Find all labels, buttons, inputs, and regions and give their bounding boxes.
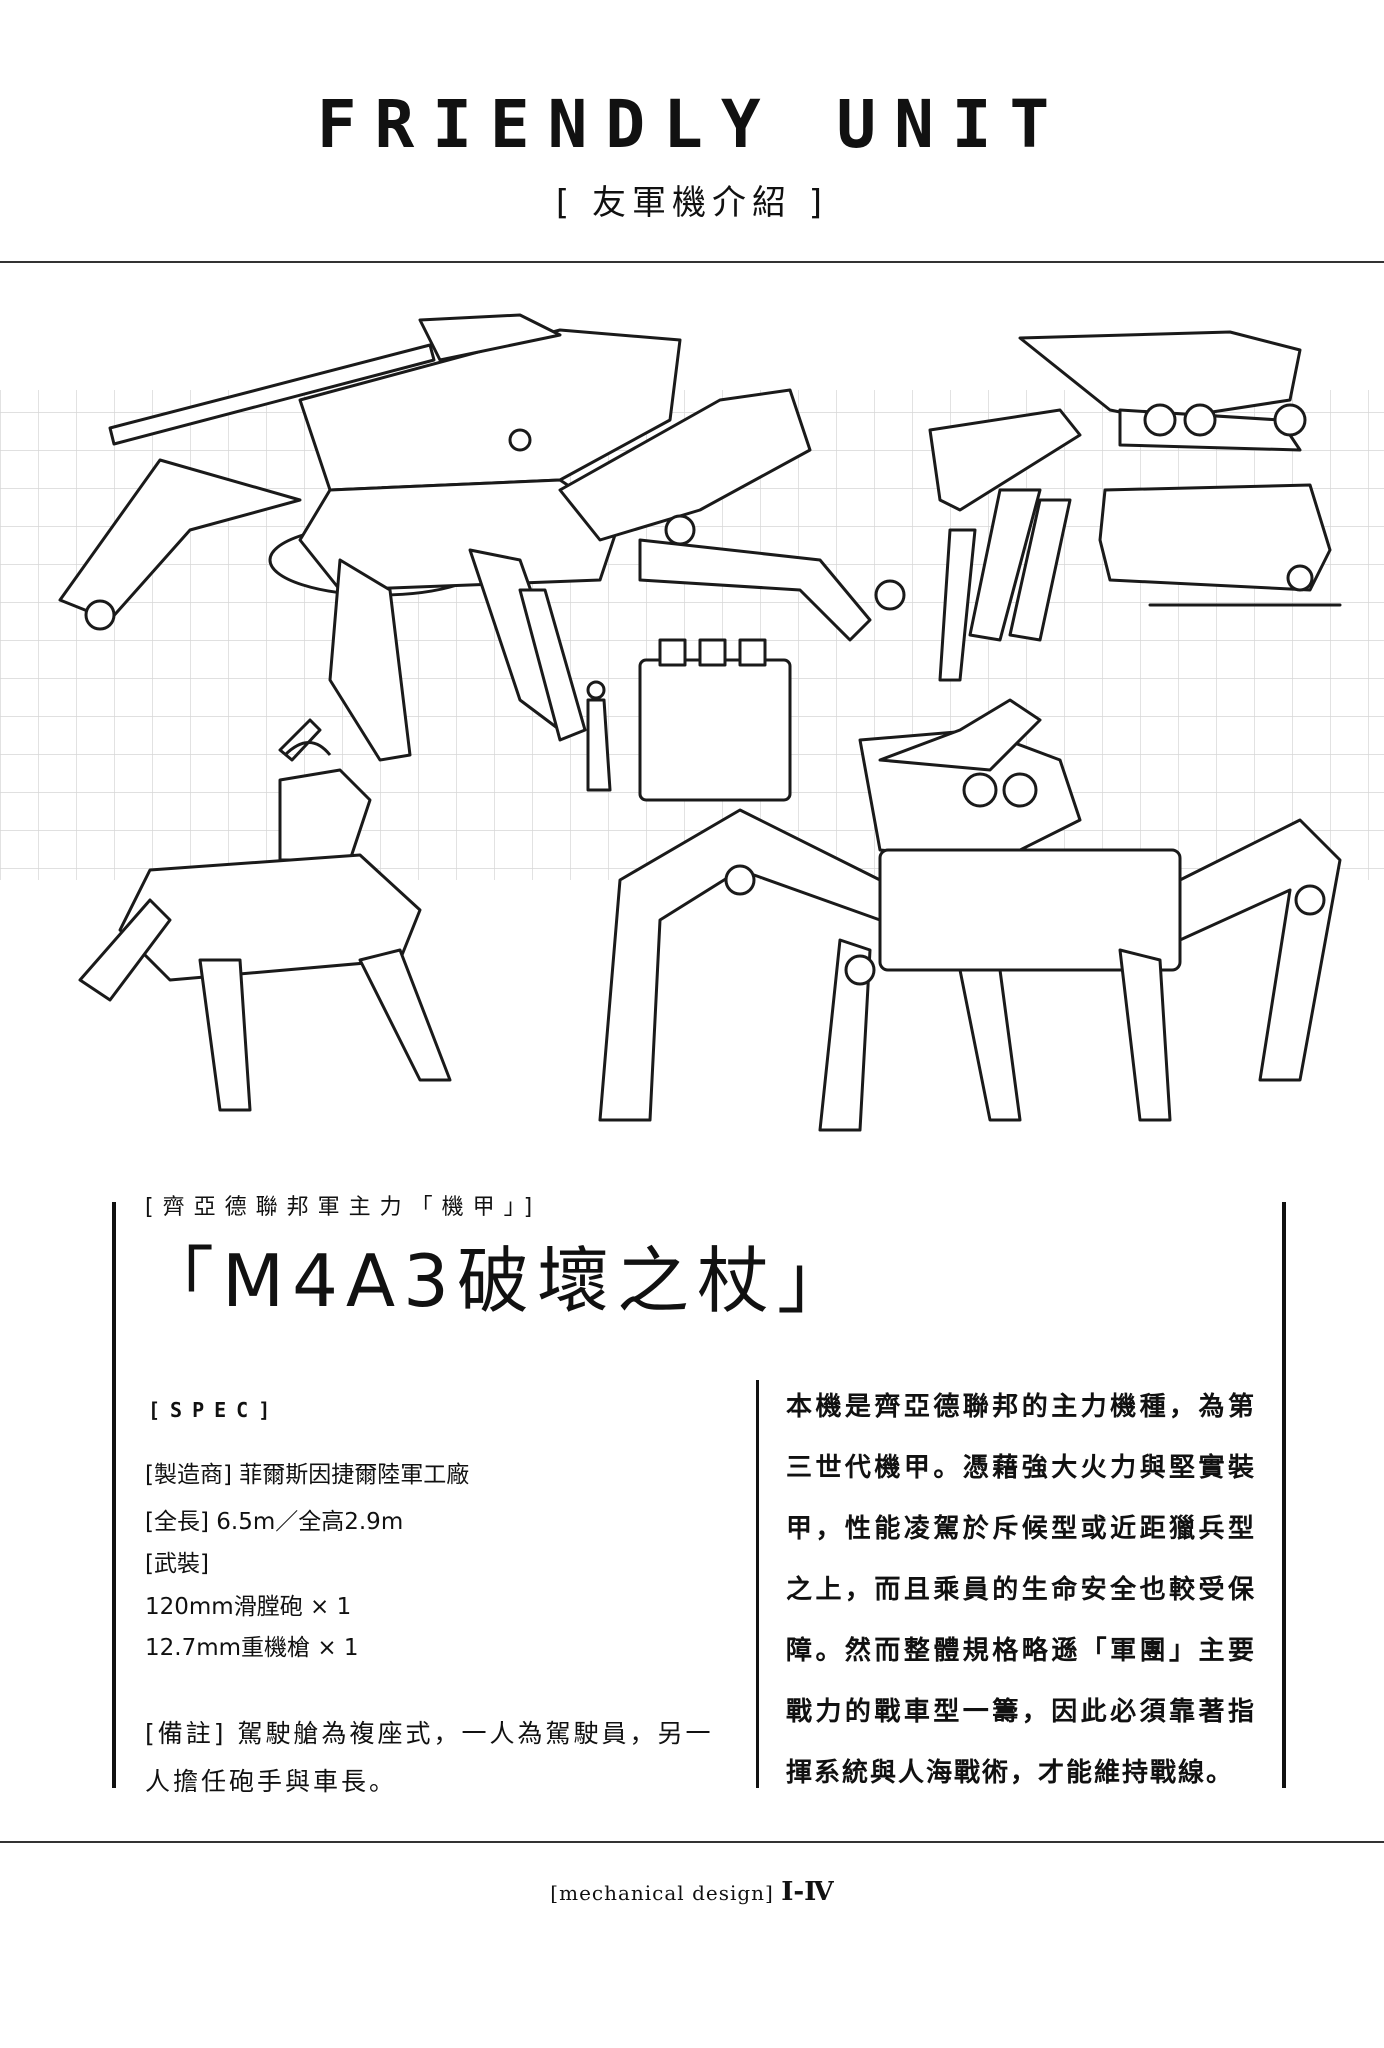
page-number: I-Ⅳ (781, 1877, 834, 1907)
spec-armament-secondary: 12.7mm重機槍 × 1 (145, 1635, 359, 1661)
unit-description: 本機是齊亞德聯邦的主力機種，為第三世代機甲。憑藉強大火力與堅實裝甲，性能凌駕於斥… (786, 1392, 1256, 1788)
rotation-arrow-icon (283, 741, 332, 757)
mech-sketch-turret-side (1018, 330, 1307, 452)
right-border (1282, 1202, 1286, 1788)
spec-armament-main: 120mm滑膛砲 × 1 (145, 1594, 352, 1620)
page-title: FRIENDLY UNIT (316, 86, 1068, 163)
mech-sketch-front (598, 698, 1342, 1132)
spec-armament-label: [武裝] (145, 1551, 209, 1577)
mech-sketch-main (58, 313, 906, 762)
mech-sketch (0, 313, 1384, 1132)
header-divider (0, 261, 1384, 263)
mech-sketch-turret-top (1098, 483, 1342, 607)
model-name: 「M4A3破壞之杖」 (142, 1239, 857, 1323)
mech-sketch-small (78, 718, 452, 1112)
human-scale-figure (586, 680, 612, 792)
column-divider (756, 1380, 759, 1788)
mech-sketch-leg-details (928, 408, 1082, 682)
spec-dimensions: [全長] 6.5m／全高2.9m (145, 1509, 404, 1535)
footer-divider (0, 1841, 1384, 1843)
footer: [mechanical design] I-Ⅳ (0, 1877, 1384, 1907)
footer-label: [mechanical design] (550, 1881, 774, 1905)
spec-manufacturer: [製造商] 菲爾斯因捷爾陸軍工廠 (145, 1462, 470, 1488)
spec-remark: [備註] 駕駛艙為複座式，一人為駕駛員，另一人擔任砲手與車長。 (145, 1719, 714, 1796)
left-border (112, 1202, 116, 1788)
faction-tag: [齊亞德聯邦軍主力「機甲」] (145, 1195, 542, 1220)
spec-heading: [SPEC] (148, 1398, 281, 1422)
mech-sketch-engine-block (638, 638, 792, 802)
page-subtitle: [ 友軍機介紹 ] (555, 183, 829, 223)
mech-illustration (0, 260, 1384, 1150)
